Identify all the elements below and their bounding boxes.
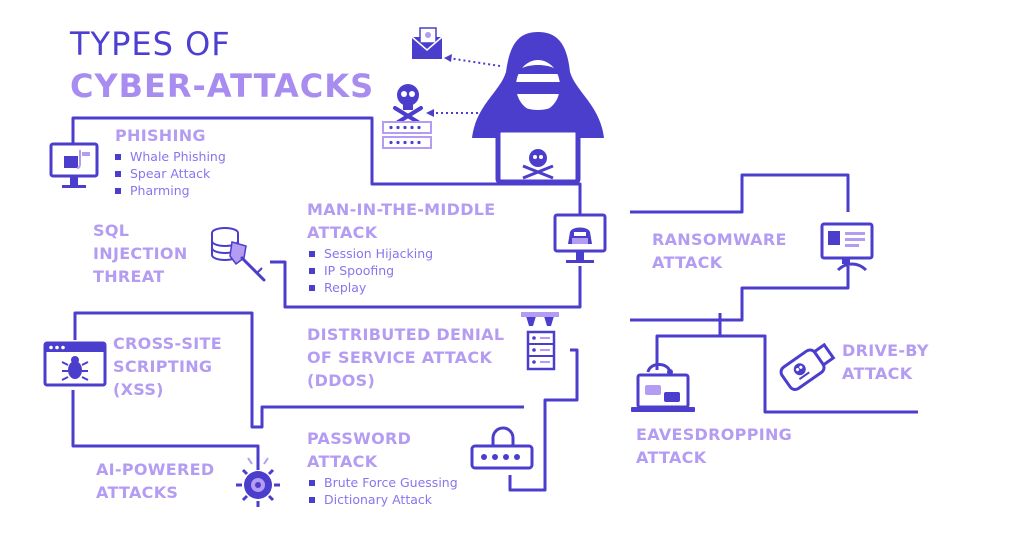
driveby-title-line2: ATTACK (842, 364, 913, 383)
password-list: Brute Force Guessing Dictionary Attack (309, 474, 458, 508)
list-item: Pharming (115, 182, 226, 199)
driveby-title-line1: DRIVE-BY (842, 341, 929, 360)
xss-title-line2: SCRIPTING (113, 357, 213, 376)
line-ai (71, 390, 260, 470)
phishing-monitor-icon (49, 142, 99, 188)
phishing-list: Whale Phishing Spear Attack Pharming (115, 148, 226, 199)
eavesdropping-title-line2: ATTACK (636, 448, 707, 467)
ddos-title-line1: DISTRIBUTED DENIAL (307, 325, 505, 344)
list-item: Brute Force Guessing (309, 474, 458, 491)
eavesdropping-title-line1: EAVESDROPPING (636, 425, 793, 444)
database-shield-icon (211, 227, 266, 282)
page-title-line2: CYBER-ATTACKS (70, 67, 375, 105)
password-field-icon (382, 121, 432, 149)
list-item: IP Spoofing (309, 262, 433, 279)
ddos-title-line3: (DDOS) (307, 371, 376, 390)
ransomware-monitor-icon (820, 222, 874, 272)
xss-browser-icon (43, 341, 107, 387)
mitm-title-line2: ATTACK (307, 223, 378, 242)
ddos-title-line2: OF SERVICE ATTACK (307, 348, 493, 367)
xss-title-line3: (XSS) (113, 380, 164, 399)
eavesdropping-laptop-icon (631, 363, 695, 412)
line-ddos-password (508, 348, 579, 492)
usb-drive-icon (779, 342, 836, 391)
password-lock-icon (470, 426, 534, 470)
password-title-line2: ATTACK (307, 452, 378, 471)
ransomware-title-line1: RANSOMWARE (652, 230, 787, 249)
sql-title-line1: SQL (93, 221, 130, 240)
ransomware-title-line2: ATTACK (652, 253, 723, 272)
line-xss (73, 311, 524, 429)
line-eavesdropping (655, 334, 918, 414)
list-item: Spear Attack (115, 165, 226, 182)
phishing-title: PHISHING (115, 126, 206, 145)
connector-lines (71, 116, 918, 492)
page-title-line1: TYPES OF (70, 25, 231, 63)
line-top-phishing (71, 116, 582, 215)
password-title-line1: PASSWORD (307, 429, 412, 448)
sql-title-line3: THREAT (93, 267, 165, 286)
line-ransomware-bottom (630, 266, 850, 322)
hacker-icon (472, 32, 604, 185)
line-sql-mitm (270, 260, 582, 309)
list-item: Whale Phishing (115, 148, 226, 165)
mitm-monitor-icon (553, 213, 607, 263)
list-item: Dictionary Attack (309, 491, 458, 508)
server-rack-icon (521, 312, 559, 371)
list-item: Session Hijacking (309, 245, 433, 262)
email-icon (411, 27, 443, 59)
xss-title-line1: CROSS-SITE (113, 334, 222, 353)
ai-title-line2: ATTACKS (96, 483, 179, 502)
mitm-title-line1: MAN-IN-THE-MIDDLE (307, 200, 496, 219)
dotted-arrows (430, 57, 501, 114)
sql-title-line2: INJECTION (93, 244, 188, 263)
mitm-list: Session Hijacking IP Spoofing Replay (309, 245, 433, 296)
ai-title-line1: AI-POWERED (96, 460, 215, 479)
list-item: Replay (309, 279, 433, 296)
ai-chip-icon (236, 457, 280, 507)
line-ransomware-top (630, 173, 850, 214)
skull-crossbones-icon (393, 84, 423, 126)
